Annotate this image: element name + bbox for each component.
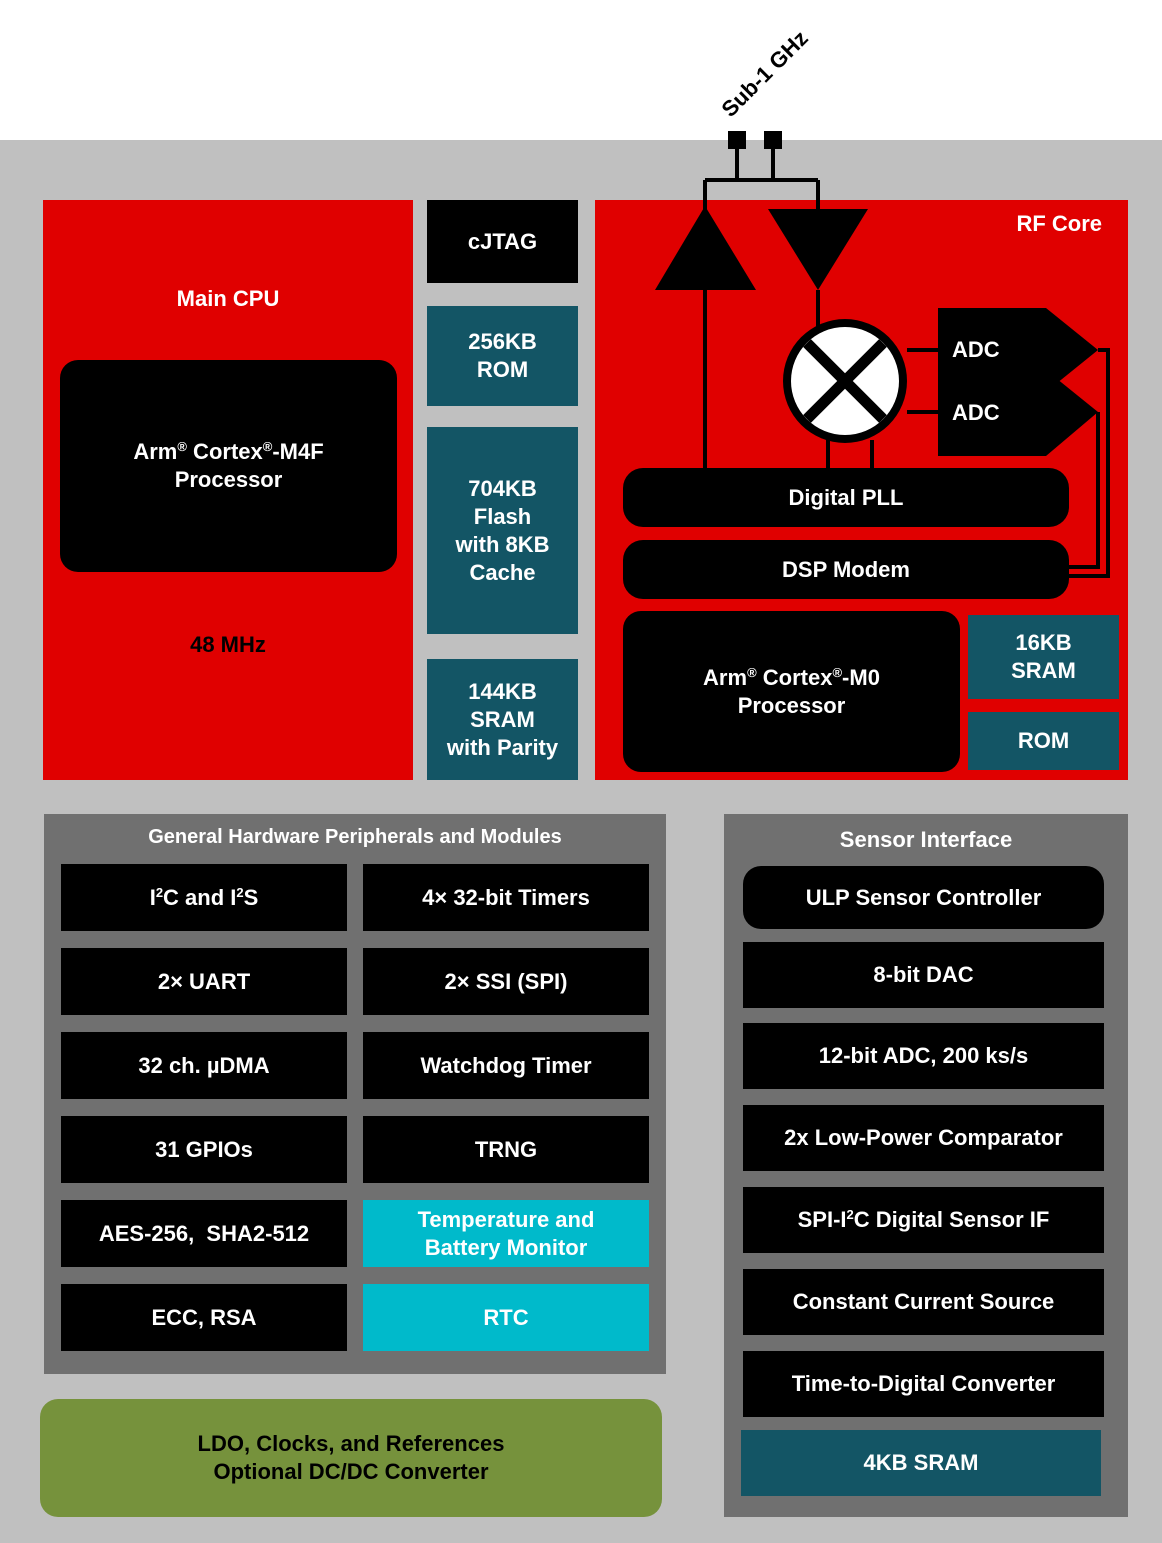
watchdog-block: Watchdog Timer (363, 1032, 649, 1099)
udma-block: 32 ch. µDMA (61, 1032, 347, 1099)
cortex-m4f-processor-label: Processor (174, 467, 283, 492)
flash-block: 704KB Flash with 8KB Cache (427, 427, 578, 634)
ulp-sensor-controller-block: ULP Sensor Controller (743, 866, 1104, 929)
lna-amplifier-icon (768, 209, 868, 290)
tdc-block: Time-to-Digital Converter (743, 1351, 1104, 1417)
cortex-m4f-processor: Arm® Cortex®-M4F Processor (60, 360, 397, 572)
pa-amplifier-icon (655, 206, 756, 290)
sensor-sram-block: 4KB SRAM (741, 1430, 1101, 1496)
adc-shape-2 (938, 370, 1098, 456)
dac-block: 8-bit DAC (743, 942, 1104, 1008)
cortex-m0-processor: Arm® Cortex®-M0 Processor (623, 611, 960, 772)
main-cpu-clock: 48 MHz (190, 632, 266, 657)
digital-pll-block: Digital PLL (623, 468, 1069, 527)
main-cpu-title: Main CPU (176, 286, 280, 311)
adc2-to-dsp-wire (1068, 412, 1100, 569)
uart-block: 2× UART (61, 948, 347, 1015)
cjtag-block: cJTAG (427, 200, 578, 283)
adc1-to-dsp-wire (1068, 348, 1110, 578)
current-source-block: Constant Current Source (743, 1269, 1104, 1335)
comparator-block: 2x Low-Power Comparator (743, 1105, 1104, 1171)
temp-battery-block: Temperature and Battery Monitor (363, 1200, 649, 1267)
dsp-modem-block: DSP Modem (623, 540, 1069, 599)
rf-sram-block: 16KB SRAM (968, 615, 1119, 699)
ssi-block: 2× SSI (SPI) (363, 948, 649, 1015)
cortex-m4f-name: Arm® Cortex®-M4F (133, 439, 324, 464)
sensor-title: Sensor Interface (839, 827, 1013, 852)
ecc-rsa-block: ECC, RSA (61, 1284, 347, 1351)
i2c-i2s-block: I2C and I2S (61, 864, 347, 931)
peripherals-title: General Hardware Peripherals and Modules (148, 826, 562, 848)
sensor-adc-block: 12-bit ADC, 200 ks/s (743, 1023, 1104, 1089)
power-block: LDO, Clocks, and References Optional DC/… (40, 1399, 662, 1517)
antenna-pad-left (728, 131, 746, 149)
timers-block: 4× 32-bit Timers (363, 864, 649, 931)
gpios-block: 31 GPIOs (61, 1116, 347, 1183)
rtc-block: RTC (363, 1284, 649, 1351)
adc-label-1: ADC (952, 337, 1000, 362)
antenna-pad-right (764, 131, 782, 149)
adc-label-2: ADC (952, 400, 1000, 425)
sram-block: 144KB SRAM with Parity (427, 659, 578, 780)
cortex-m0-name: Arm® Cortex®-M0 (703, 664, 880, 690)
spi-i2c-sensor-block: SPI-I2C Digital Sensor IF (743, 1187, 1104, 1253)
rom-block: 256KB ROM (427, 306, 578, 406)
rf-rom-block: ROM (968, 712, 1119, 770)
aes-sha-block: AES-256, SHA2-512 (61, 1200, 347, 1267)
trng-block: TRNG (363, 1116, 649, 1183)
cortex-m0-processor-label: Processor (737, 692, 846, 718)
rf-core-title: RF Core (1016, 211, 1102, 236)
